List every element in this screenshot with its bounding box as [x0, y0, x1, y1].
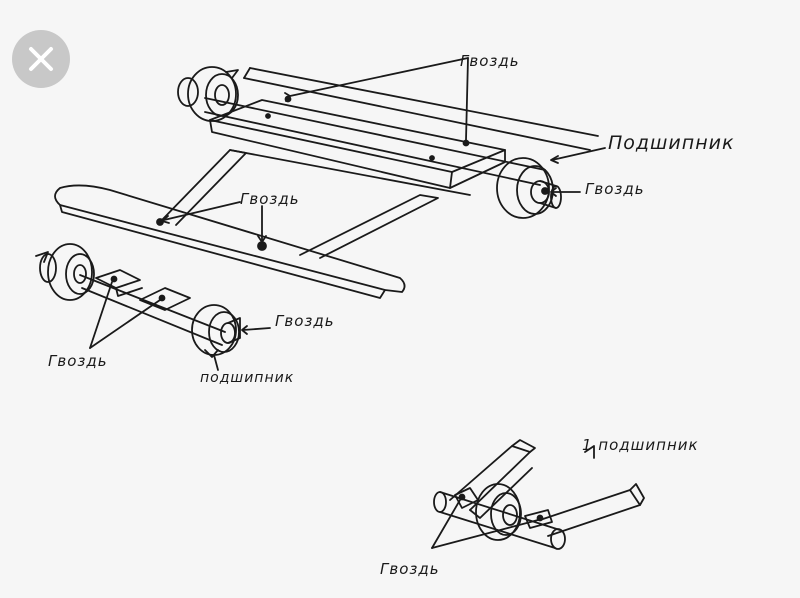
leader-lines [89, 57, 606, 371]
label-bearing-right: Подшипник [608, 132, 735, 154]
side-beams [159, 149, 471, 259]
bearing-detail-sketch [431, 439, 645, 550]
label-nail-right: Гвоздь [585, 180, 645, 198]
front-axle [79, 274, 226, 346]
front-blocks [95, 269, 191, 311]
label-nail-front: Гвоздь [275, 312, 335, 330]
label-bearing-detail: 1 подшипник [582, 436, 699, 454]
label-nail-detail: Гвоздь [380, 560, 440, 578]
front-right-wheel [191, 304, 241, 358]
label-nail-top: Гвоздь [460, 52, 520, 70]
label-nail-middle: Гвоздь [240, 190, 300, 208]
rear-crossbar [243, 67, 599, 151]
label-nail-left: Гвоздь [48, 352, 108, 370]
rear-right-wheel [496, 157, 562, 219]
upper-deck-plank [209, 99, 506, 189]
label-bearing-front: подшипник [200, 370, 295, 386]
close-icon [29, 47, 53, 71]
front-left-wheel [35, 243, 95, 301]
close-button[interactable] [12, 30, 70, 88]
front-deck-plank [54, 184, 406, 299]
